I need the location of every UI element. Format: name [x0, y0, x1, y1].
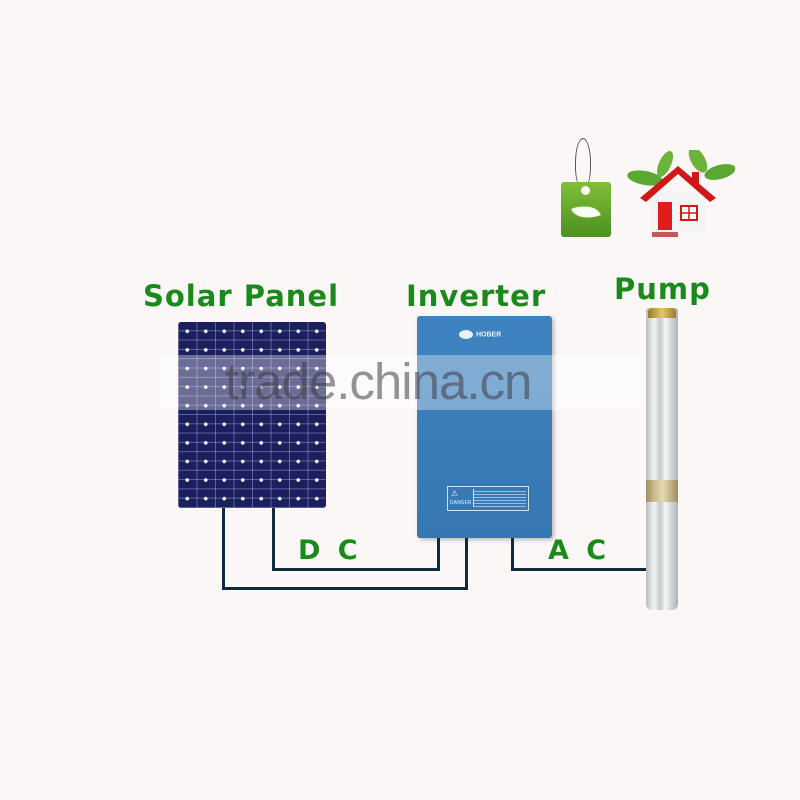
danger-sticker: ⚠ DANGER — [447, 486, 529, 511]
dc-wire-negative-vertical — [222, 508, 225, 590]
ac-label: A C — [548, 535, 611, 566]
dc-wire-positive-horizontal — [272, 568, 440, 571]
dc-wire-positive-inverter — [437, 538, 440, 571]
inverter-brand: HOBER — [476, 331, 502, 339]
dc-wire-negative-horizontal — [222, 587, 468, 590]
sticker-text-lines — [473, 489, 526, 507]
dc-wire-negative-inverter — [465, 538, 468, 590]
tag-string — [575, 138, 591, 187]
leaf-icon — [571, 200, 601, 224]
inverter-label: Inverter — [406, 279, 547, 313]
submersible-pump — [646, 308, 678, 610]
dc-wire-positive-vertical — [272, 508, 275, 571]
pump-label: Pump — [614, 272, 711, 306]
solar-panel — [178, 322, 326, 508]
watermark-band — [160, 355, 640, 410]
solar-panel-label: Solar Panel — [143, 279, 340, 313]
pump-band — [646, 480, 678, 502]
leaf-tag — [561, 182, 611, 237]
watermark-text: trade.china.cn — [225, 353, 532, 410]
pump-cap — [648, 308, 676, 318]
tag-hole — [581, 186, 590, 195]
green-house-icon — [627, 150, 735, 237]
warning-icon: ⚠ — [451, 489, 459, 498]
ac-wire-vertical — [511, 538, 514, 571]
inverter-box: HOBER ⚠ DANGER — [417, 316, 552, 538]
dc-label: D C — [298, 535, 362, 566]
ac-wire-horizontal — [511, 568, 646, 571]
logo-icon — [459, 330, 473, 339]
danger-text: DANGER — [450, 500, 472, 506]
inverter-logo: HOBER — [459, 330, 501, 339]
